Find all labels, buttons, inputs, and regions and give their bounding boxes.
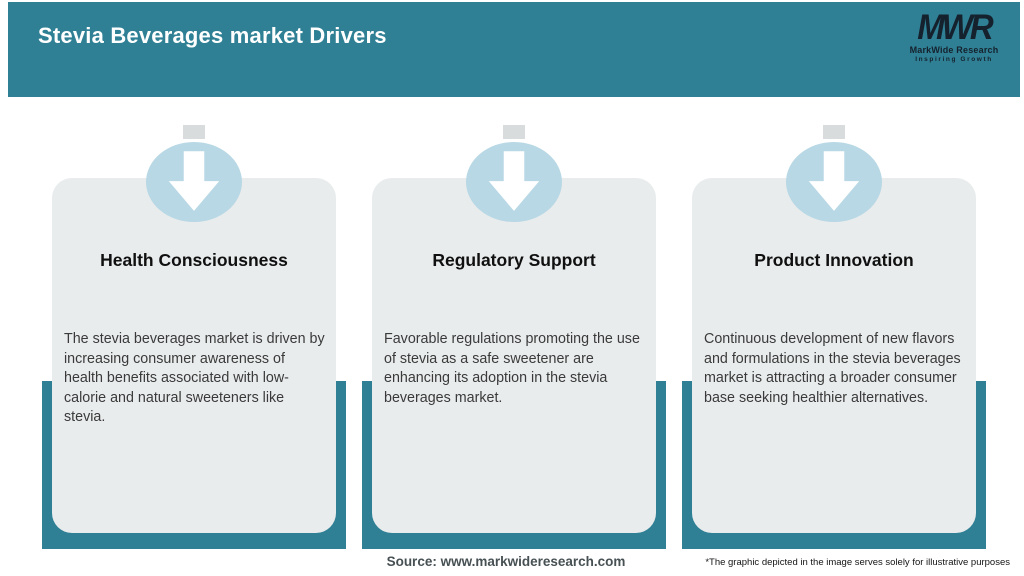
arrow-tab (823, 125, 845, 139)
driver-card-product-innovation: Product Innovation Continuous developmen… (692, 178, 976, 533)
down-arrow-icon (146, 142, 242, 222)
disclaimer-text: *The graphic depicted in the image serve… (705, 557, 1010, 568)
card-description: The stevia beverages market is driven by… (64, 331, 325, 425)
card-title: Regulatory Support (432, 250, 596, 270)
card-description: Favorable regulations promoting the use … (384, 331, 640, 406)
down-arrow-glyph (488, 151, 540, 211)
markwide-logo: MWR MarkWide Research Inspiring Growth (904, 6, 1004, 63)
logo-tagline: Inspiring Growth (915, 56, 993, 63)
arrow-tab (503, 125, 525, 139)
card-description: Continuous development of new flavors an… (704, 331, 961, 406)
logo-name: MarkWide Research (909, 45, 999, 55)
down-arrow-icon (466, 142, 562, 222)
source-line: Source: www.markwideresearch.com (386, 554, 626, 569)
card-title: Product Innovation (754, 250, 914, 270)
card-title: Health Consciousness (100, 250, 288, 270)
driver-card-regulatory-support: Regulatory Support Favorable regulations… (372, 178, 656, 533)
page-title: Stevia Beverages market Drivers (38, 23, 387, 48)
down-arrow-icon (786, 142, 882, 222)
arrow-tab (183, 125, 205, 139)
down-arrow-glyph (168, 151, 220, 211)
driver-card-health-consciousness: Health Consciousness The stevia beverage… (52, 178, 336, 533)
header-bar: Stevia Beverages market Drivers MWR Mark… (8, 2, 1020, 97)
down-arrow-glyph (808, 151, 860, 211)
logo-monogram: MWR (917, 6, 993, 47)
